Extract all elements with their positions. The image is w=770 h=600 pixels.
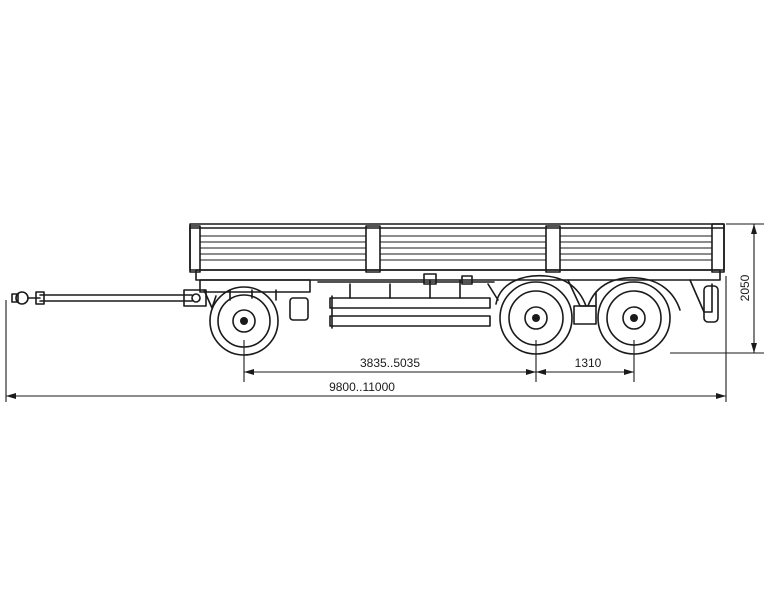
chassis-frame	[317, 273, 499, 329]
dimension-height: 2050	[670, 223, 764, 354]
wheelbase-label: 3835..5035	[360, 356, 420, 370]
drawbar	[11, 289, 207, 307]
dimension-wheelbase: 3835..5035	[243, 340, 537, 382]
height-label: 2050	[738, 274, 752, 301]
rear-suspension	[495, 274, 719, 325]
dimension-overall-length: 9800..11000	[5, 276, 727, 402]
axle-spacing-label: 1310	[575, 356, 602, 370]
dimension-axle-spacing: 1310	[536, 340, 635, 382]
overall-length-label: 9800..11000	[329, 380, 395, 394]
cargo-body	[189, 223, 725, 281]
